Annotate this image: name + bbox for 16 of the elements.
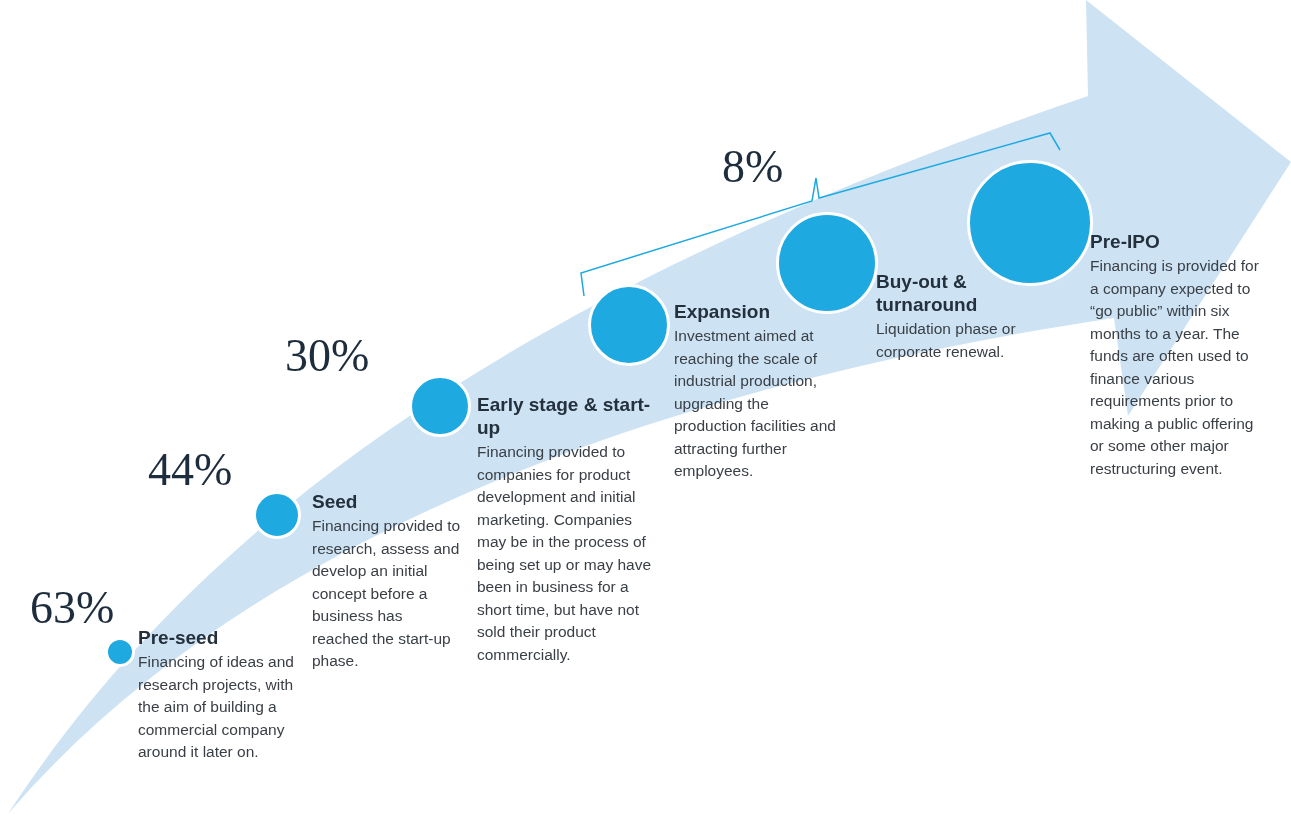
stage-title: Pre-seed bbox=[138, 626, 220, 649]
stage-title: Seed bbox=[312, 490, 359, 513]
stage-description: Financing of ideas and research projects, with the aim of building a commercial company around it later on. bbox=[138, 652, 295, 762]
percentage-label: 30% bbox=[285, 333, 370, 379]
stage-description: Financing provided to companies for product development and initial marketing. Companies may be in the process of being set up or may have been in business for a short time, but have not sold their product commercially. bbox=[477, 442, 653, 665]
stage-description: Financing is provided for a company expected to “go public” within six months to a year. The funds are often used to finance various requirements prior to making a public offering or some other major restructuring event. bbox=[1090, 256, 1260, 479]
stage-title: Early stage & start-up bbox=[477, 393, 652, 439]
stage-title: Buy-out & turnaround bbox=[876, 270, 979, 316]
stage-title: Expansion bbox=[674, 300, 772, 323]
percentage-label: 8% bbox=[722, 144, 784, 190]
stage-description: Financing provided to research, assess and develop an initial concept before a business has reached the start-up phase. bbox=[312, 516, 462, 671]
stage-description: Liquidation phase or corporate renewal. bbox=[876, 319, 1017, 362]
stage-title: Pre-IPO bbox=[1090, 230, 1161, 253]
stage-description: Investment aimed at reaching the scale of industrial production, upgrading the production facilities and attracting further employees. bbox=[674, 326, 837, 481]
percentage-label: 44% bbox=[148, 447, 233, 493]
percentage-label: 63% bbox=[30, 585, 115, 631]
